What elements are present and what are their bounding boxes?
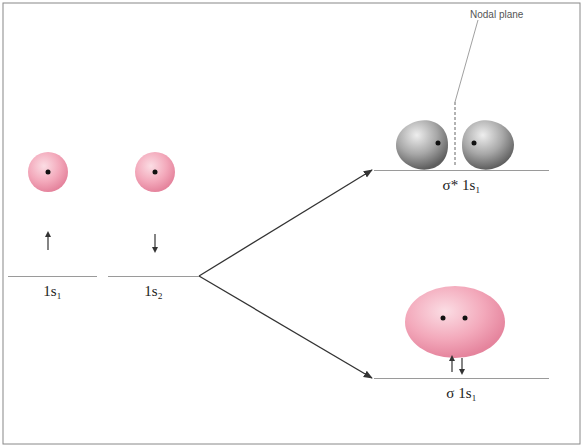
orbital-label: σ* 1s₁ [374, 171, 549, 194]
nucleus [153, 170, 158, 175]
nodal-plane-line [455, 102, 456, 166]
bonding-orbital [405, 286, 505, 358]
orbital-label: 1s₂ [108, 277, 199, 300]
s-orbital [135, 152, 175, 192]
correlation-arrow [199, 170, 372, 276]
nucleus [46, 170, 51, 175]
electron-spin-up [451, 358, 452, 372]
energy-level: σ* 1s₁ [374, 170, 549, 194]
s-orbital [28, 152, 68, 192]
nucleus [441, 316, 446, 321]
nucleus [463, 316, 468, 321]
electron-spin-down [154, 234, 155, 250]
electron-spin-up [47, 234, 48, 250]
leader-line [455, 20, 478, 102]
energy-level: 1s₂ [108, 276, 199, 300]
frame [3, 3, 580, 444]
annotation-label: Nodal plane [470, 9, 523, 20]
antibonding-lobe [396, 120, 448, 169]
correlation-arrow [199, 276, 372, 378]
electron-spin-down [461, 358, 462, 372]
antibonding-lobe [462, 120, 514, 169]
orbital-label: 1s₁ [8, 277, 97, 300]
nucleus [472, 141, 477, 146]
orbital-label: σ 1s₁ [374, 379, 549, 402]
energy-level: 1s₁ [8, 276, 97, 300]
energy-level: σ 1s₁ [374, 378, 549, 402]
nucleus [436, 141, 441, 146]
